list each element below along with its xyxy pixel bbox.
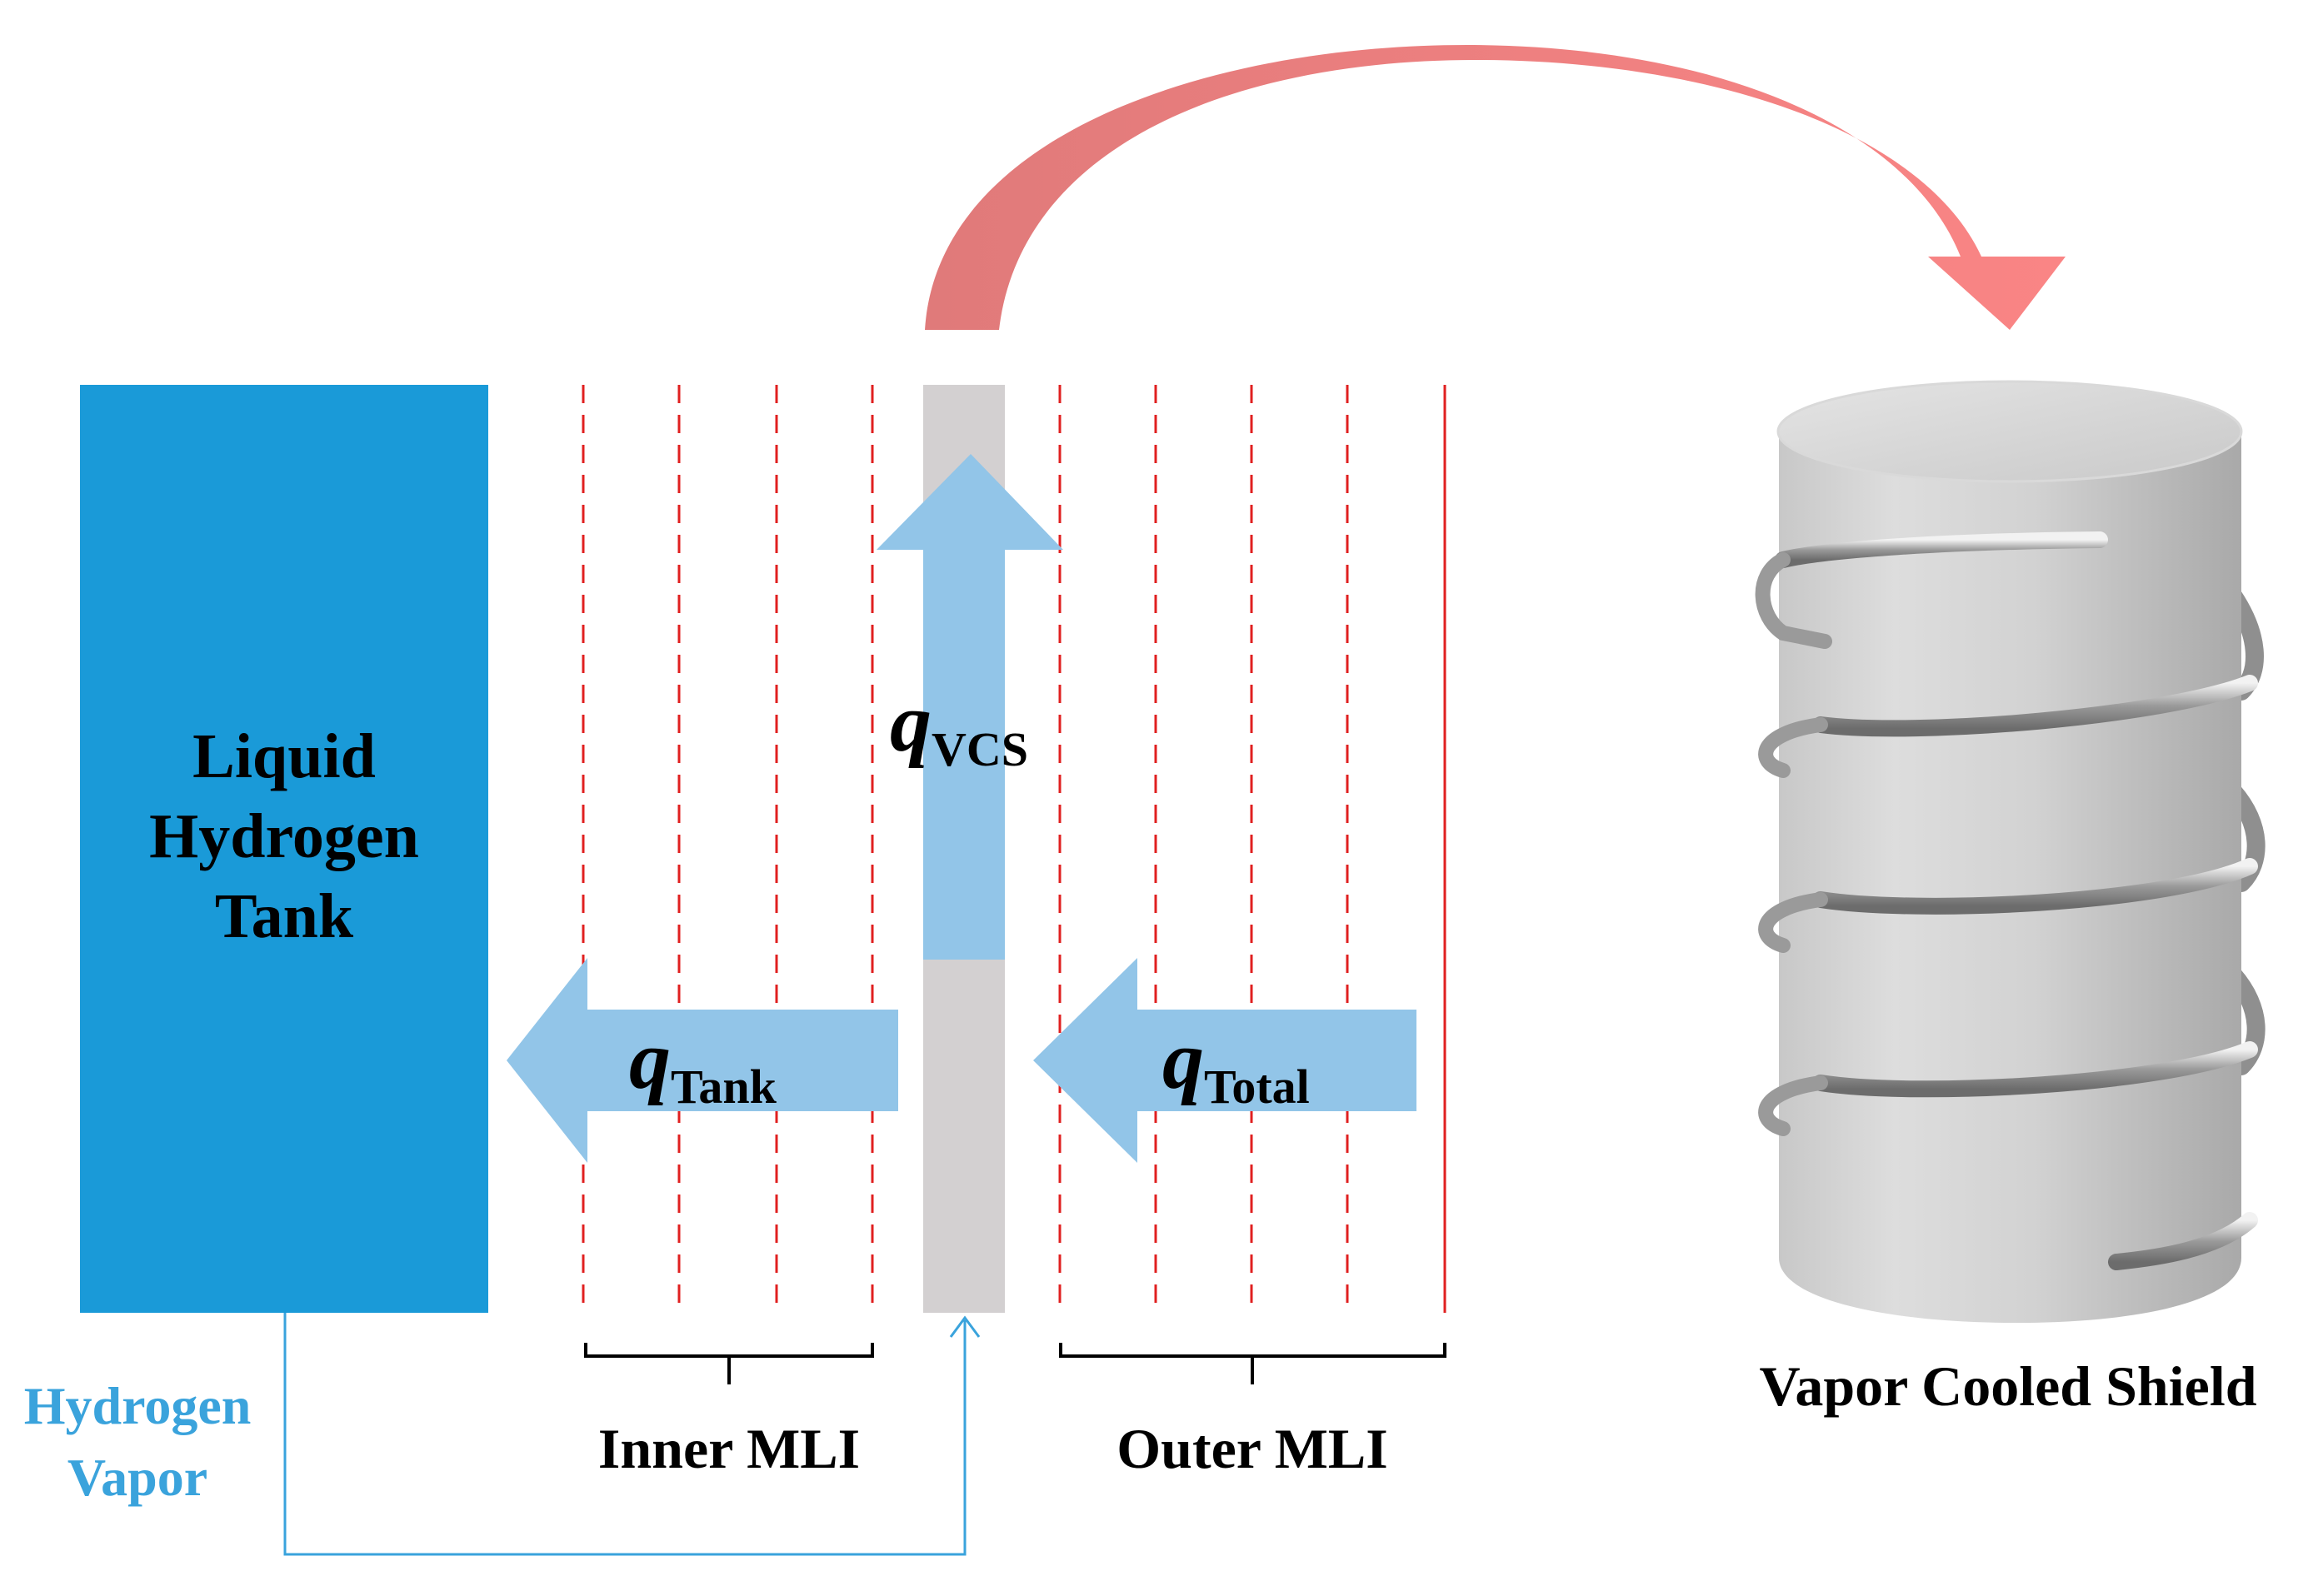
tank-label: Liquid Hydrogen Tank xyxy=(80,716,488,956)
coil-turn xyxy=(2108,1212,2258,1270)
vapor-label-line1: Hydrogen xyxy=(23,1376,252,1435)
q-total-subscript: Total xyxy=(1204,1060,1310,1114)
curved-arrow-to-shield xyxy=(925,45,2066,330)
coil-turn xyxy=(1812,858,2258,915)
q-vcs-label: qVCS xyxy=(890,675,1028,776)
coil-turn xyxy=(1812,1041,2258,1098)
hydrogen-vapor-label: Hydrogen Vapor xyxy=(0,1370,275,1514)
vapor-cooled-shield-illustration xyxy=(1755,380,2266,1323)
q-vcs-arrow xyxy=(877,454,1063,960)
tank-label-line1: Liquid xyxy=(192,721,376,791)
outer-mli-label: Outer MLI xyxy=(1117,1417,1388,1480)
tank-label-line2: Hydrogen xyxy=(149,801,419,871)
q-tank-label: qTank xyxy=(629,1012,777,1114)
hydrogen-vapor-line xyxy=(283,1313,967,1556)
liquid-hydrogen-tank xyxy=(80,385,488,1313)
q-tank-arrow xyxy=(507,958,898,1163)
hydrogen-vapor-arrowhead xyxy=(949,1315,981,1338)
vapor-cooled-shield-label: Vapor Cooled Shield xyxy=(1759,1354,2257,1418)
cylinder-body xyxy=(1779,433,2241,1323)
q-tank-subscript: Tank xyxy=(671,1060,777,1114)
q-total-symbol: q xyxy=(1162,1014,1204,1106)
inner-mli-label: Inner MLI xyxy=(597,1417,861,1480)
inner-mli-brace xyxy=(584,1343,874,1384)
q-vcs-subscript: VCS xyxy=(932,722,1029,776)
tank-label-line3: Tank xyxy=(214,881,354,951)
outer-mli-layers xyxy=(1058,385,1446,1313)
q-total-arrow xyxy=(1033,958,1416,1163)
q-vcs-symbol: q xyxy=(890,676,932,769)
q-tank-symbol: q xyxy=(629,1014,671,1106)
coil-left-loops xyxy=(1755,552,1832,1136)
vapor-label-line2: Vapor xyxy=(67,1448,208,1507)
q-total-label: qTotal xyxy=(1162,1012,1310,1114)
coil-turn xyxy=(1812,675,2258,737)
outer-mli-brace xyxy=(1059,1343,1446,1384)
coil-front xyxy=(1775,531,2258,1270)
cylinder-top xyxy=(1776,380,2243,483)
coil-turn xyxy=(1775,531,2108,568)
inner-mli-layers xyxy=(582,385,874,1313)
